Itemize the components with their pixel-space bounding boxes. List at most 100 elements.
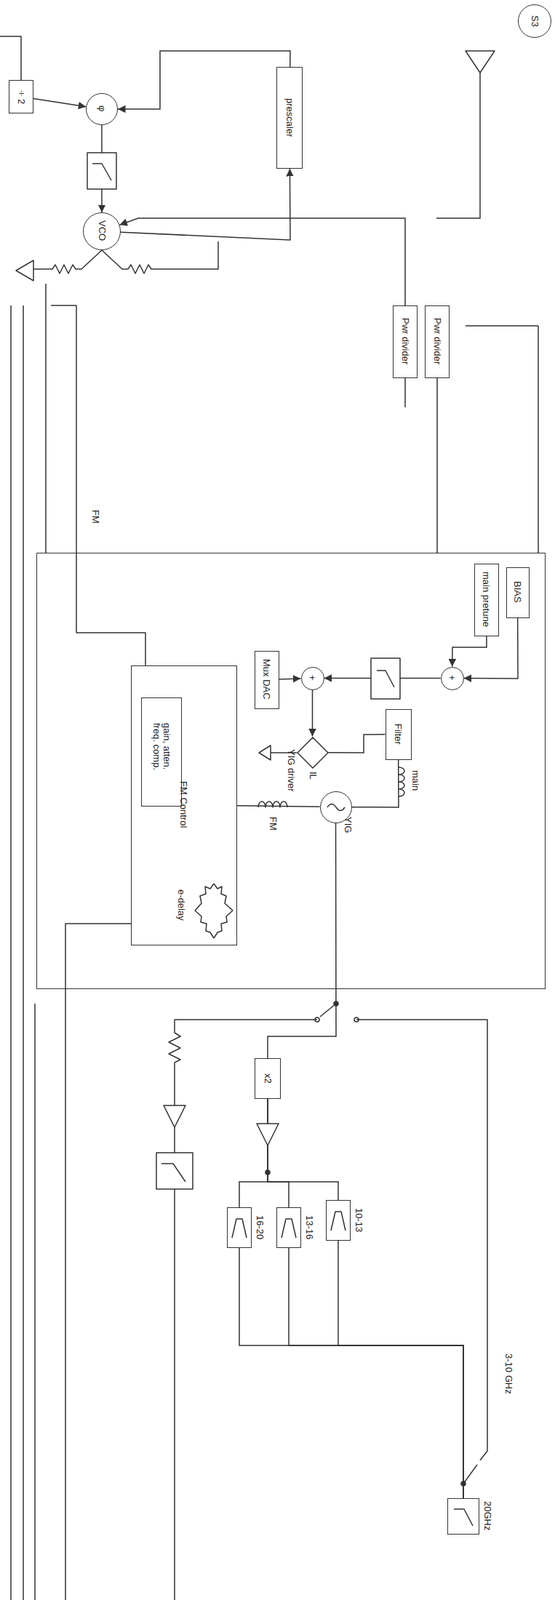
signal-connector: [267, 823, 337, 1060]
frame-wire: [45, 283, 47, 553]
lowpass-filter: 20GHz: [447, 1498, 480, 1535]
signal-connector: [239, 1248, 464, 1499]
vco-circle: VCO: [82, 212, 121, 251]
phase-detector-circle: φ: [85, 93, 118, 126]
bridge-resistor: [194, 883, 214, 911]
resistor-symbol: [33, 250, 102, 274]
signal-connector: [33, 98, 86, 107]
summing-junction: +: [440, 667, 465, 691]
power-divider-box: Pwr divider: [424, 305, 450, 379]
bypass-wire: [356, 1019, 488, 1461]
fm-wire: [50, 305, 146, 666]
filter-box: Filter: [385, 709, 412, 761]
band-label: 3-10 GHz: [501, 1352, 515, 1396]
node-text: x2: [261, 1073, 273, 1084]
antenna-symbol: [465, 50, 495, 73]
signal-connector: [352, 760, 400, 809]
connectors: [33, 50, 518, 1499]
signal-name: FM: [88, 509, 102, 525]
pretune-box: main pretune: [474, 563, 499, 637]
node-text: BIAS: [512, 581, 523, 604]
node-text: main pretune: [480, 571, 492, 628]
signal-connector: [267, 1099, 339, 1201]
diamond-outline: [296, 736, 329, 769]
bridge-resistor: [213, 883, 233, 911]
coil-name: main: [408, 769, 422, 792]
lowpass-symbol: [376, 670, 395, 688]
signal-connector: [119, 218, 406, 306]
compensation-box: gain, atten. freq. comp.: [141, 697, 182, 807]
yig-oscillator: YIG: [320, 791, 353, 824]
antenna-wire: [436, 72, 481, 219]
signal-connector: [117, 50, 291, 110]
frame-wire: [465, 325, 539, 553]
node-text: ÷2: [15, 88, 27, 105]
power-divider-box: Pwr divider: [392, 305, 418, 379]
bridge-resistor: [194, 910, 214, 939]
dac-box: Mux DAC: [254, 651, 280, 710]
node-text: YIG driver: [285, 749, 297, 793]
lowpass-symbol: [161, 1163, 186, 1183]
divider-wire: [404, 378, 406, 408]
signal-connector: [328, 734, 385, 753]
resistor-branch: [168, 1019, 318, 1106]
bandpass-symbol: [232, 1219, 247, 1239]
prescaler-box: prescaler: [276, 66, 303, 169]
frame-wire: [34, 1003, 36, 1600]
amplifier-symbol: [163, 1105, 186, 1128]
signal-connector: [312, 690, 314, 737]
signal-connector: [279, 677, 302, 680]
divider-box: ÷2: [8, 80, 34, 114]
summing-junction: +: [301, 667, 325, 691]
bandpass-filter: 16-20: [226, 1207, 252, 1249]
node-text: +: [306, 675, 318, 681]
signal-name: e-delay: [174, 888, 187, 922]
bridge-resistor: [213, 910, 233, 939]
signal-connector: [338, 1240, 464, 1499]
lowpass-box: [156, 1152, 193, 1190]
signal-connector: [267, 1099, 289, 1208]
divider-wire: [436, 378, 438, 553]
page-number-circle: S3: [517, 4, 552, 38]
node-text: φ: [96, 105, 107, 112]
signal-connector: [239, 1099, 268, 1208]
frame-wire: [22, 305, 25, 1600]
node-text: Filter: [392, 723, 404, 745]
switch-blade: [463, 1464, 478, 1484]
yig-sphere-symbol: [327, 804, 345, 812]
diamond-shape: [297, 737, 329, 769]
node-text: FM Control: [178, 781, 190, 828]
node-text: prescaler: [283, 98, 295, 137]
node-text: Mux DAC: [261, 659, 273, 700]
switch-pivot: [265, 1170, 270, 1175]
coil-name: FM: [266, 816, 279, 832]
ground-symbol: [258, 745, 271, 761]
signal-connector: [237, 805, 321, 807]
bandpass-filter: 13-16: [276, 1207, 302, 1249]
loop-filter-box: [87, 152, 117, 190]
node-text: 13-16: [304, 1215, 315, 1240]
bandpass-filter: 10-13: [325, 1200, 351, 1241]
frame-wire: [10, 305, 12, 1600]
lowpass-box: [370, 658, 401, 700]
node-text: Pwr divider: [431, 317, 443, 365]
doubler-box: x2: [254, 1058, 281, 1100]
signal-connector: [120, 168, 291, 241]
bandpass-symbol: [281, 1219, 297, 1239]
node-text: YIG: [342, 816, 354, 833]
yig-driver-region: BIAS main pretune + + Mux DAC FilterIL gain, a…: [36, 552, 546, 990]
lowpass-symbol: [453, 1509, 473, 1527]
frame-wire: [65, 923, 131, 1600]
feedback-wire: [0, 36, 22, 81]
node-text: gain, atten. freq. comp.: [150, 723, 173, 782]
current-source-diamond: IL: [296, 736, 329, 769]
node-text: 16-20: [254, 1215, 266, 1240]
fm-coil: [258, 801, 288, 808]
main-coil: [398, 767, 405, 797]
branch-wire: [173, 1127, 176, 1600]
